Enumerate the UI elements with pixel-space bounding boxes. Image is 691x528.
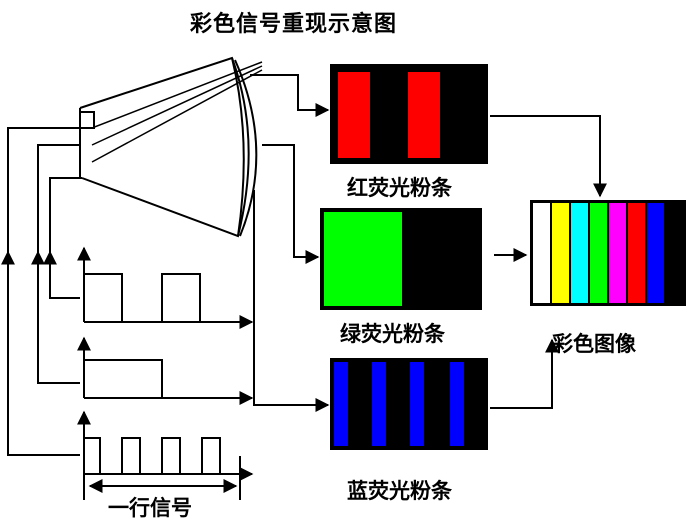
blue-bar-3 [410,362,424,446]
crt-screen-curve [234,59,258,237]
blue-bar-1 [334,362,348,446]
red-bar-1 [338,72,370,158]
one-line-span [83,456,241,500]
cbar-red [628,203,645,303]
label-red-strip: 红荧光粉条 [347,176,452,200]
cbar-yellow [552,203,569,303]
gun-top [79,111,95,129]
cbar-cyan [571,203,588,303]
crt-body [79,56,250,238]
blue-bar-2 [372,362,386,446]
beam-3 [91,69,263,163]
arrow-blue-to-image [490,338,559,409]
beam-2 [91,65,263,146]
blue-bar-4 [450,362,464,446]
feed-inner [49,177,80,299]
waveform-green-signal [77,246,254,329]
conn-green [262,144,320,264]
wf3-signal [84,437,221,475]
cbar-green [590,203,607,303]
waveform-blue-signal [77,410,254,481]
signal-feed-lines [0,127,80,456]
cbar-blue [647,203,664,303]
feed-outer [7,127,80,456]
cbar-magenta [609,203,626,303]
label-green-strip: 绿荧光粉条 [340,322,445,346]
crt-connections [250,74,330,412]
strip-to-image-arrows [490,115,607,409]
feed-mid [37,144,80,384]
color-image [530,200,686,306]
waveform-red-signal [77,336,254,405]
conn-red [250,74,330,117]
arrow-red-to-image [490,115,607,198]
wf2-signal [84,359,163,398]
blue-phosphor-strip [330,358,488,450]
beam-1 [91,61,263,129]
cbar-black [666,203,683,303]
wf1-signal [84,273,201,323]
green-phosphor-strip [320,208,482,310]
label-blue-strip: 蓝荧光粉条 [347,479,452,503]
label-color-image: 彩色图像 [552,332,636,356]
green-bar [324,212,402,306]
cbar-white [533,203,550,303]
crt-tube [79,56,263,238]
red-bar-2 [408,72,440,158]
red-phosphor-strip [330,64,488,164]
conn-blue [253,190,330,412]
label-one-line-signal: 一行信号 [108,496,192,520]
diagram-title: 彩色信号重现示意图 [190,12,398,37]
